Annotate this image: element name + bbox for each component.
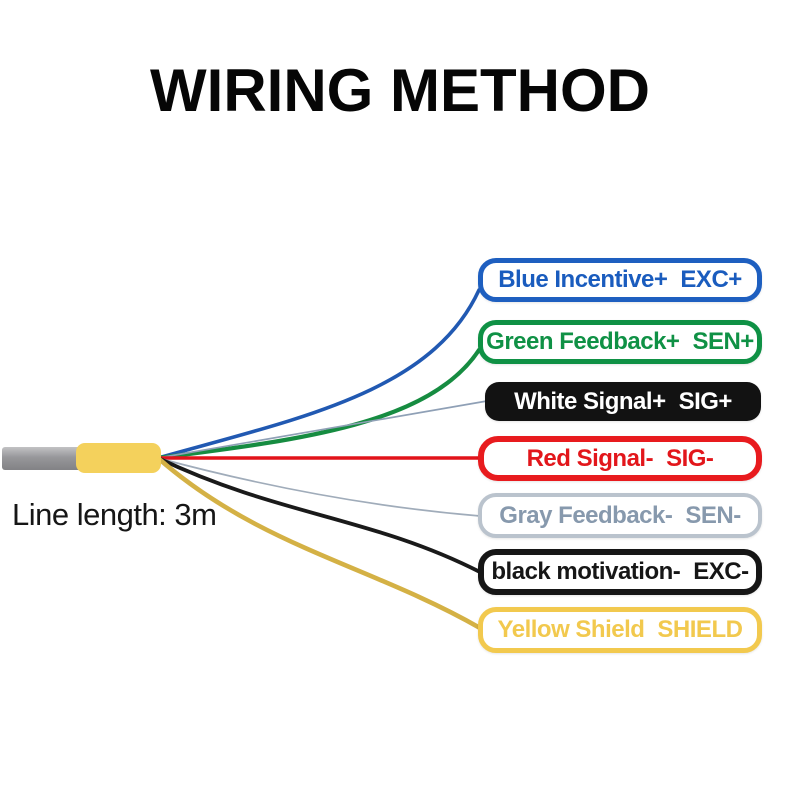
label-box-black-code: EXC-	[693, 558, 749, 585]
cable-sleeve	[76, 443, 161, 473]
label-box-white: White Signal+ SIG+	[485, 382, 761, 421]
label-box-yellow-code: SHIELD	[657, 616, 743, 643]
label-box-green-name: Green Feedback+	[486, 328, 680, 355]
label-box-red: Red Signal- SIG-	[478, 436, 762, 481]
label-box-white-name: White Signal+	[514, 387, 666, 415]
label-box-gray-name: Gray Feedback-	[499, 501, 673, 529]
wire-green	[155, 347, 482, 461]
line-length-label: Line length: 3m	[12, 497, 217, 532]
label-box-yellow-name: Yellow Shield	[497, 616, 645, 643]
label-box-blue: Blue Incentive+ EXC+	[478, 258, 762, 302]
wire-black	[156, 456, 482, 574]
wire-white	[157, 400, 488, 459]
wire-blue	[156, 288, 481, 460]
label-box-red-code: SIG-	[666, 444, 714, 472]
label-box-gray: Gray Feedback- SEN-	[478, 493, 762, 538]
wire-gray	[157, 457, 481, 517]
label-box-blue-code: EXC+	[680, 266, 742, 293]
label-box-black-name: black motivation-	[491, 558, 681, 585]
label-box-yellow: Yellow Shield SHIELD	[478, 607, 762, 653]
label-box-green-code: SEN+	[692, 328, 754, 355]
cable-body	[2, 447, 84, 470]
label-box-red-name: Red Signal-	[526, 444, 654, 472]
label-box-green: Green Feedback+ SEN+	[478, 320, 762, 364]
label-box-white-code: SIG+	[678, 387, 733, 415]
label-box-black: black motivation- EXC-	[478, 549, 762, 595]
label-box-blue-name: Blue Incentive+	[498, 266, 668, 293]
label-box-gray-code: SEN-	[685, 501, 741, 529]
page-title: WIRING METHOD	[150, 57, 650, 124]
wire-yellow	[155, 455, 483, 631]
